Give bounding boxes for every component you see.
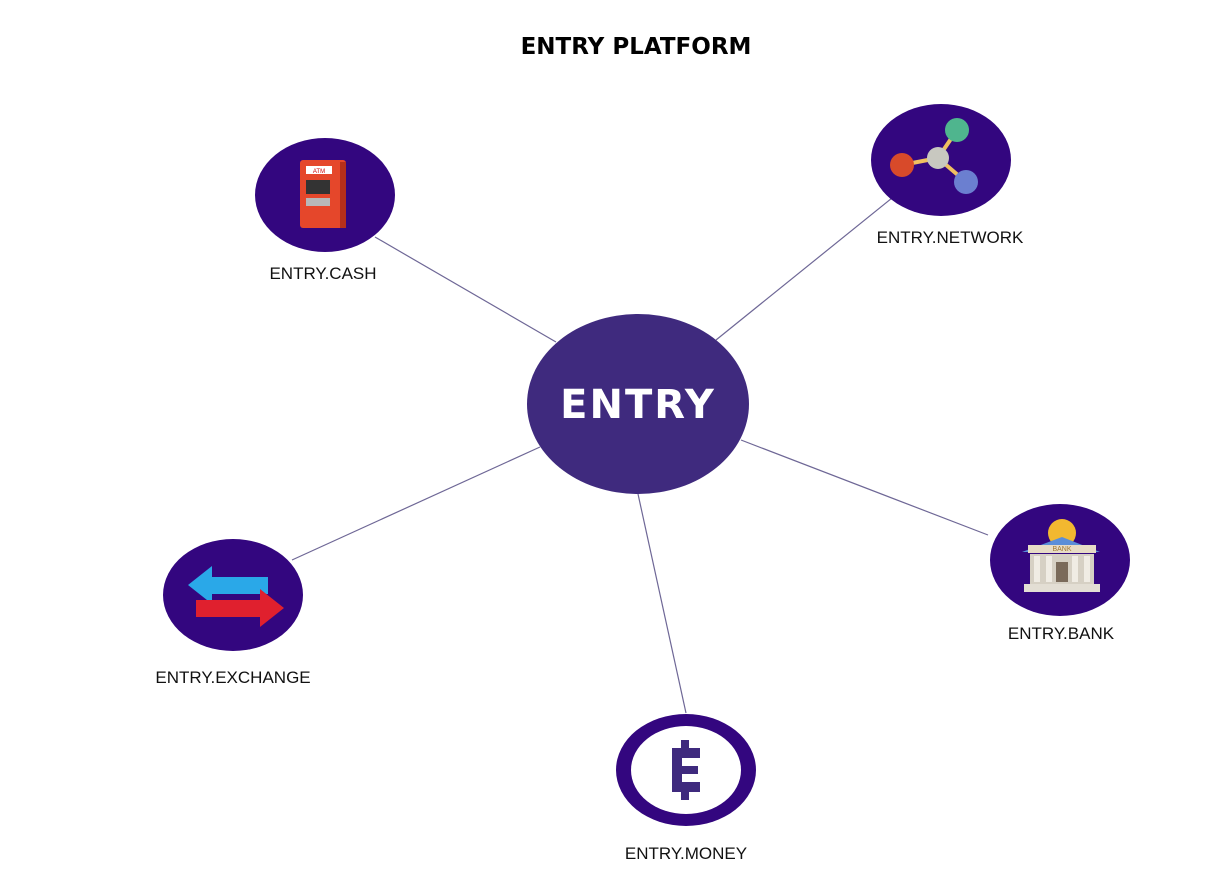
node-cash: ATM ENTRY.CASH <box>255 138 395 283</box>
edges <box>291 197 989 714</box>
svg-text:BANK: BANK <box>1052 546 1071 553</box>
edge-bank <box>740 439 989 536</box>
entry-logo: ENTRY <box>560 382 716 428</box>
edge-exchange <box>291 446 541 561</box>
exchange-arrows-icon <box>188 566 284 627</box>
atm-icon: ATM <box>300 160 346 228</box>
node-label: ENTRY.MONEY <box>625 844 747 863</box>
node-money: ENTRY.MONEY <box>616 714 756 863</box>
diagram-title: ENTRY PLATFORM <box>521 34 752 60</box>
network-icon <box>890 118 978 194</box>
bank-icon: BANK <box>1022 519 1100 592</box>
node-label: ENTRY.CASH <box>269 264 376 283</box>
node-exchange: ENTRY.EXCHANGE <box>155 539 311 687</box>
node-label: ENTRY.NETWORK <box>877 228 1024 247</box>
edge-money <box>637 493 687 714</box>
center-node: ENTRY <box>527 314 749 494</box>
entry-coin-icon <box>672 740 700 800</box>
node-label: ENTRY.BANK <box>1008 624 1115 643</box>
node-network: ENTRY.NETWORK <box>871 104 1024 247</box>
node-bank: BANK ENTRY.BANK <box>990 504 1130 643</box>
edge-network <box>715 197 893 341</box>
edge-cash <box>374 236 557 343</box>
node-label: ENTRY.EXCHANGE <box>155 668 310 687</box>
svg-text:ATM: ATM <box>313 169 325 175</box>
